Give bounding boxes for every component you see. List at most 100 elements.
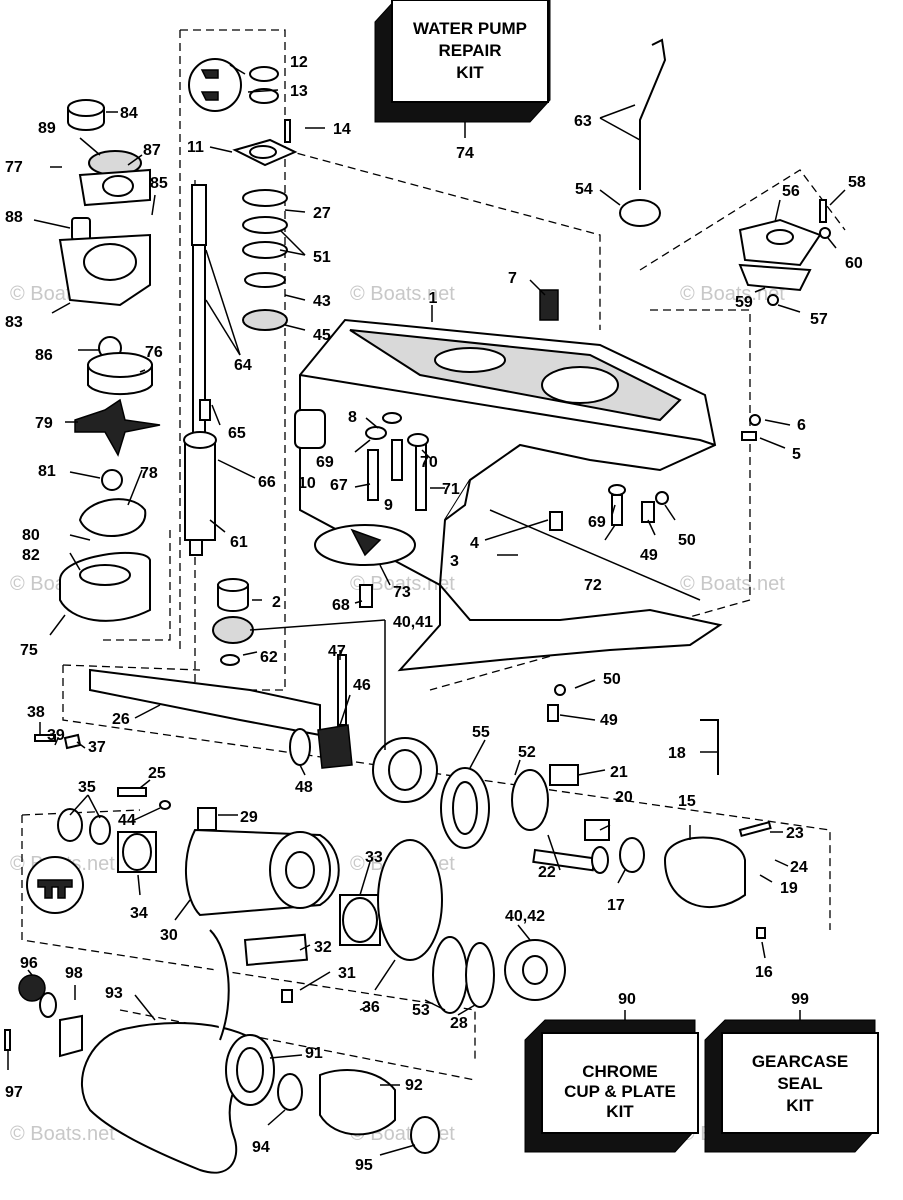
callout-47: 47 — [328, 643, 346, 660]
callout-12: 12 — [290, 54, 308, 71]
callout-4: 4 — [470, 535, 479, 552]
callout-22: 22 — [538, 864, 556, 881]
callout-31: 31 — [338, 965, 356, 982]
callout-56: 56 — [782, 183, 800, 200]
gearcase-kit-line-2: SEAL — [777, 1074, 822, 1093]
callout-62: 62 — [260, 649, 278, 666]
callout-2: 2 — [272, 594, 281, 611]
callout-21: 21 — [610, 764, 628, 781]
callout-89: 89 — [38, 120, 56, 137]
callout-18: 18 — [668, 745, 686, 762]
callout-50-upper: 50 — [678, 532, 696, 549]
callout-25: 25 — [148, 765, 166, 782]
callout-57: 57 — [810, 311, 828, 328]
callout-94: 94 — [252, 1139, 270, 1156]
chrome-kit-box: CHROME CUP & PLATE KIT 90 — [524, 991, 699, 1153]
callout-98: 98 — [65, 965, 83, 982]
callout-52: 52 — [518, 744, 536, 761]
callout-13: 13 — [290, 83, 308, 100]
callout-15: 15 — [678, 793, 696, 810]
callout-8: 8 — [348, 409, 357, 426]
gearcase-kit-line-3: KIT — [786, 1096, 814, 1115]
callout-79: 79 — [35, 415, 53, 432]
callout-numbers: 1 2 3 4 5 6 7 8 9 10 11 12 13 14 15 16 1… — [5, 54, 866, 1174]
gearcase-kit-box: GEARCASE SEAL KIT 99 — [704, 991, 879, 1153]
callout-84: 84 — [120, 105, 138, 122]
callout-60: 60 — [845, 255, 863, 272]
water-pump-kit-line-2: REPAIR — [439, 41, 502, 60]
callout-35: 35 — [78, 779, 96, 796]
callout-92: 92 — [405, 1077, 423, 1094]
callout-7: 7 — [508, 270, 517, 287]
callout-34: 34 — [130, 905, 148, 922]
callout-85: 85 — [150, 175, 168, 192]
callout-88: 88 — [5, 209, 23, 226]
callout-1: 1 — [429, 290, 438, 307]
callout-76: 76 — [145, 344, 163, 361]
callout-54: 54 — [575, 181, 593, 198]
water-pump-kit-box: WATER PUMP REPAIR KIT 74 — [374, 0, 551, 162]
callout-30: 30 — [160, 927, 178, 944]
callout-45: 45 — [313, 327, 331, 344]
callout-20: 20 — [615, 789, 633, 806]
callout-28: 28 — [450, 1015, 468, 1032]
callout-70: 70 — [420, 454, 438, 471]
callout-64: 64 — [234, 357, 252, 374]
watermark: © Boats.net — [10, 1123, 115, 1145]
callout-23: 23 — [786, 825, 804, 842]
callout-77: 77 — [5, 159, 23, 176]
callout-75: 75 — [20, 642, 38, 659]
callout-66: 66 — [258, 474, 276, 491]
callout-65: 65 — [228, 425, 246, 442]
callout-19: 19 — [780, 880, 798, 897]
chrome-kit-line-2: CUP & PLATE — [564, 1082, 676, 1101]
callout-69-lower: 69 — [588, 514, 606, 531]
callout-14: 14 — [333, 121, 351, 138]
callout-68: 68 — [332, 597, 350, 614]
group-outlines — [21, 29, 846, 1081]
callout-71: 71 — [442, 481, 460, 498]
callout-58: 58 — [848, 174, 866, 191]
callout-11: 11 — [187, 139, 204, 156]
callout-95: 95 — [355, 1157, 373, 1174]
callout-48: 48 — [295, 779, 313, 796]
callout-26: 26 — [112, 711, 130, 728]
watermark: © Boats.net — [350, 283, 455, 305]
callout-33: 33 — [365, 849, 383, 866]
gearcase-housing — [299, 318, 723, 672]
callout-90: 90 — [618, 991, 636, 1008]
callout-49-upper: 49 — [640, 547, 658, 564]
callout-49-lower: 49 — [600, 712, 618, 729]
callout-87: 87 — [143, 142, 161, 159]
callout-36: 36 — [362, 999, 380, 1016]
gearcase-kit-line-1: GEARCASE — [752, 1052, 848, 1071]
callout-40-41: 40,41 — [393, 614, 433, 631]
callout-10: 10 — [298, 475, 316, 492]
callout-81: 81 — [38, 463, 56, 480]
callout-40-42: 40,42 — [505, 908, 545, 925]
watermark: © Boats.net — [680, 573, 785, 595]
callout-83: 83 — [5, 314, 23, 331]
callout-24: 24 — [790, 859, 808, 876]
callout-99: 99 — [791, 991, 809, 1008]
callout-69-upper: 69 — [316, 454, 334, 471]
shift-rod-parts — [539, 38, 831, 321]
callout-9: 9 — [384, 497, 393, 514]
callout-50-lower: 50 — [603, 671, 621, 688]
chrome-kit-line-1: CHROME — [582, 1062, 658, 1081]
watermark: © Boats.net — [680, 283, 785, 305]
callout-63: 63 — [574, 113, 592, 130]
water-pump-kit-line-1: WATER PUMP — [413, 19, 527, 38]
callout-46: 46 — [353, 677, 371, 694]
callout-96: 96 — [20, 955, 38, 972]
callout-29: 29 — [240, 809, 258, 826]
callout-37: 37 — [88, 739, 106, 756]
callout-6: 6 — [797, 417, 806, 434]
driveshaft-parts — [183, 58, 298, 666]
callout-53: 53 — [412, 1002, 430, 1019]
water-pump-kit-line-3: KIT — [456, 63, 484, 82]
propshaft-parts — [89, 654, 772, 939]
callout-61: 61 — [230, 534, 248, 551]
callout-82: 82 — [22, 547, 40, 564]
